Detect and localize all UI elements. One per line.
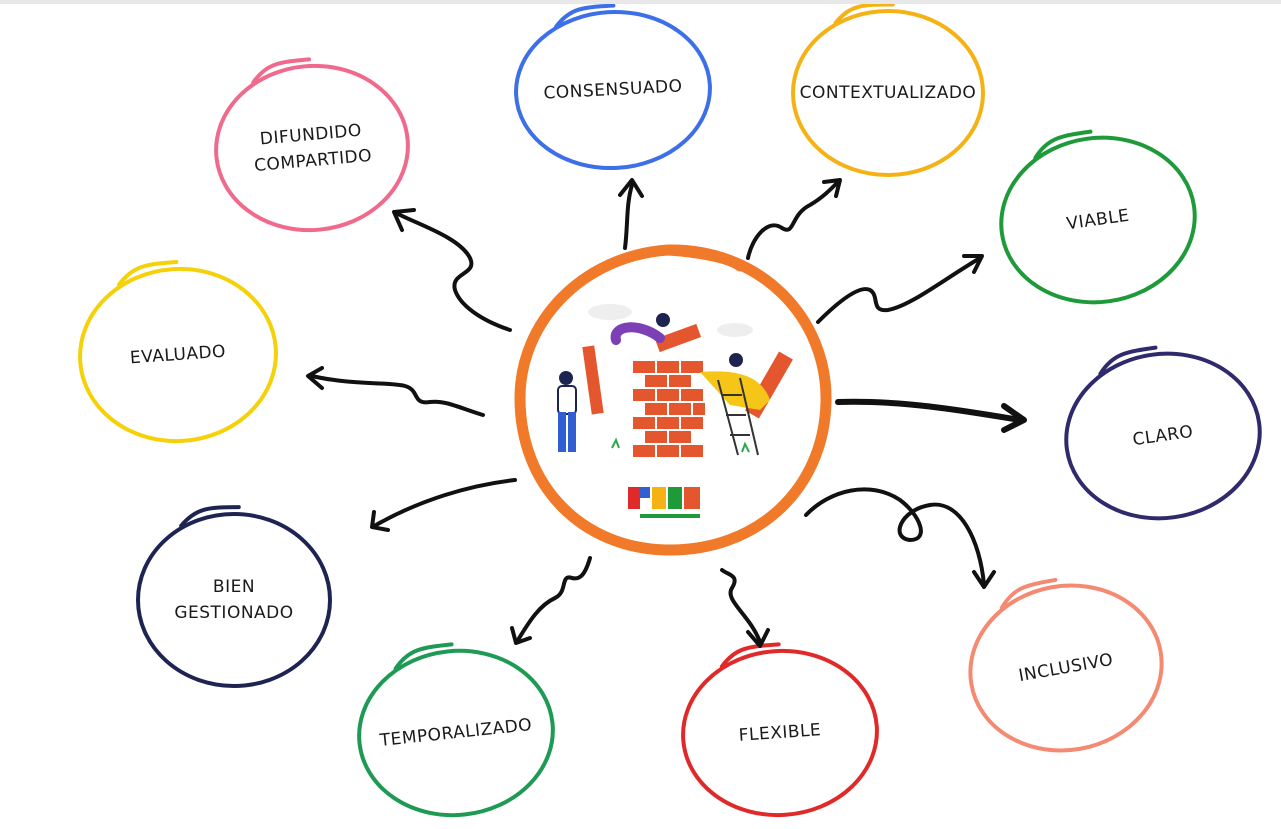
node-circle-contextualizado (791, 2, 985, 177)
arrow-to-inclusivo (804, 487, 986, 587)
arrow-to-contextualizado (746, 180, 840, 260)
node-circle-temporalizado (357, 642, 555, 818)
node-circle-claro (1064, 345, 1262, 521)
arrow-to-consensuado (623, 183, 634, 250)
node-circle-consensuado (514, 3, 712, 171)
arrowhead-inclusivo (972, 570, 996, 589)
arrowhead-contextualizado (822, 178, 842, 198)
arrowhead-consensuado (618, 178, 644, 198)
node-label-line: GESTIONADO (174, 603, 294, 623)
node-circle-bien-gestionado (136, 505, 332, 688)
node-circle-evaluado (78, 260, 278, 444)
arrowhead-bien-gestionado (370, 510, 390, 532)
node-label-contextualizado: CONTEXTUALIZADO (800, 80, 977, 106)
arrow-to-difundido (396, 212, 512, 332)
builders-illustration-icon (557, 304, 796, 459)
arrowhead-flexible (746, 628, 770, 648)
arrowhead-viable (962, 254, 984, 274)
arrowhead-temporalizado (510, 626, 532, 645)
node-label-bien-gestionado: BIEN GESTIONADO (174, 574, 293, 626)
ped-logo-icon (628, 487, 700, 518)
node-circle-difundido (214, 57, 410, 233)
arrowhead-evaluado (306, 366, 324, 390)
arrow-to-claro (835, 398, 1023, 423)
node-label-line: CONTEXTUALIZADO (799, 83, 977, 103)
arrowhead-difundido (392, 208, 416, 232)
top-border (0, 0, 1281, 4)
node-circle-inclusivo (968, 577, 1164, 753)
center-ring (514, 244, 832, 556)
arrowhead-claro (1001, 403, 1027, 433)
node-label-line: BIEN (212, 577, 256, 597)
arrow-to-evaluado (310, 374, 485, 417)
node-circle-viable (999, 129, 1197, 305)
arrow-to-bien-gestionado (374, 478, 517, 527)
arrow-to-temporalizado (516, 556, 592, 642)
node-circle-flexible (681, 642, 879, 818)
arrow-to-viable (816, 256, 982, 324)
arrow-to-flexible (720, 568, 762, 644)
